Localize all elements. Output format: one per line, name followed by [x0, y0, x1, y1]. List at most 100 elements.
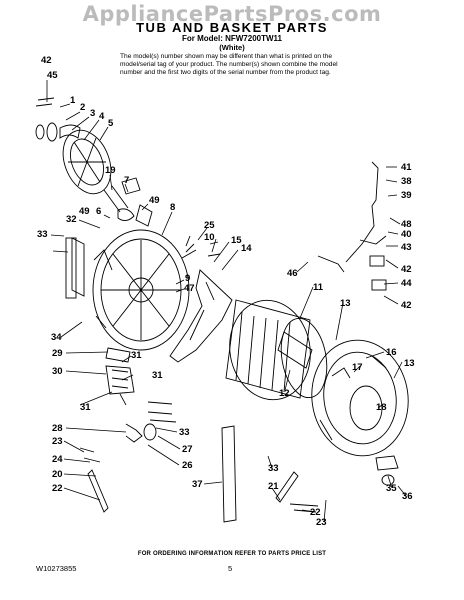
callout-49: 49	[79, 206, 90, 217]
document-number: W10273855	[36, 564, 77, 573]
callout-4: 4	[99, 111, 105, 122]
washer-shape	[46, 122, 58, 142]
callout-12: 12	[279, 388, 290, 399]
belt-shape	[103, 185, 129, 213]
grommet-shape	[143, 423, 157, 441]
variant-label: (White)	[219, 43, 245, 52]
callout-33: 33	[37, 229, 48, 240]
ordering-info: FOR ORDERING INFORMATION REFER TO PARTS …	[137, 551, 327, 557]
damper-right-shape	[275, 471, 299, 503]
callout-5: 5	[108, 118, 114, 129]
callout-9: 9	[185, 273, 190, 284]
tub-opening-shape	[349, 385, 383, 431]
callout-25: 25	[204, 220, 215, 231]
bracket-clip-shape	[369, 255, 385, 267]
spider-support-shape	[169, 269, 233, 363]
callout-18: 18	[376, 402, 387, 413]
clamp-shape	[371, 279, 387, 291]
callout-11: 11	[313, 282, 324, 293]
callout-45: 45	[47, 70, 58, 81]
callout-3: 3	[90, 108, 95, 119]
callout-42: 42	[401, 300, 412, 311]
screw-detail-shape	[207, 241, 221, 257]
callout-22: 22	[52, 483, 63, 494]
hose-assembly-shape	[345, 161, 379, 263]
callout-24: 24	[52, 454, 63, 465]
mounting-screw-shape	[35, 97, 55, 107]
pulley-hub-shape	[59, 124, 81, 139]
front-strap-shape	[221, 425, 237, 523]
callout-28: 28	[52, 423, 63, 434]
callout-33: 33	[179, 427, 190, 438]
callout-37: 37	[192, 479, 203, 490]
callout-17: 17	[352, 362, 363, 373]
callout-31: 31	[152, 370, 163, 381]
bearing-plate-shape	[65, 237, 77, 299]
callout-19: 19	[105, 165, 116, 176]
callout-34: 34	[51, 332, 62, 343]
shield-shape	[105, 347, 131, 363]
page-title: TUB AND BASKET PARTS	[136, 20, 328, 35]
rear-tub-shape	[92, 229, 190, 351]
callout-48: 48	[401, 219, 412, 230]
washer-set-shape	[289, 503, 319, 513]
nut-shape	[35, 124, 45, 140]
callout-21: 21	[268, 481, 279, 492]
spring-shape	[181, 235, 197, 259]
pulley-inner-rim-shape	[69, 138, 105, 186]
callout-36: 36	[402, 491, 413, 502]
basket-perforation-shape	[235, 311, 291, 393]
callout-8: 8	[170, 202, 175, 213]
baffle-shape	[277, 331, 313, 369]
page-number: 5	[228, 564, 233, 573]
rear-bracket-shape	[71, 237, 85, 297]
damper-left-shape	[87, 469, 109, 513]
callout-1: 1	[70, 95, 76, 106]
callout-6: 6	[96, 206, 101, 217]
pulley-spokes-shape	[68, 137, 106, 187]
heater-block-shape	[105, 365, 135, 395]
hose-branch-shape	[359, 235, 387, 245]
callout-47: 47	[184, 283, 195, 294]
callout-46: 46	[287, 268, 298, 279]
heater-lines-shape	[111, 369, 129, 389]
callout-33: 33	[268, 463, 279, 474]
bolts-shape	[147, 401, 177, 423]
callouts: 42 45 1 2 3 4 5 19 7 6 49 32 49 8 33 25 …	[37, 55, 415, 528]
basket-pulley-shape	[62, 129, 112, 195]
callout-43: 43	[401, 242, 412, 253]
bracket-shape	[117, 208, 135, 221]
model-note: The model(s) number shown may be differe…	[120, 53, 338, 76]
callout-23: 23	[316, 517, 327, 528]
callout-15: 15	[231, 235, 242, 246]
model-line: For Model: NFW7200TW11	[181, 34, 282, 43]
basket-opening-shape	[280, 317, 328, 399]
callout-14: 14	[241, 243, 252, 254]
callout-22: 22	[310, 507, 321, 518]
callout-29: 29	[52, 348, 63, 359]
foot-shape	[375, 455, 399, 471]
washers-shape	[79, 447, 101, 463]
callout-10: 10	[204, 232, 215, 243]
foot-pad-shape	[381, 474, 395, 486]
callout-7: 7	[124, 175, 129, 186]
callout-42: 42	[401, 264, 412, 275]
callout-23: 23	[52, 436, 63, 447]
tub-fittings-shape	[319, 355, 387, 441]
callout-41: 41	[401, 162, 412, 173]
callout-27: 27	[182, 444, 193, 455]
callout-16: 16	[386, 347, 397, 358]
callout-13: 13	[404, 358, 415, 369]
callout-20: 20	[52, 469, 63, 480]
tub-ribs-shape	[101, 240, 181, 340]
callout-13: 13	[340, 298, 351, 309]
callout-44: 44	[401, 278, 412, 289]
front-tub-inner-shape	[323, 351, 397, 445]
basket-drum-shape	[225, 299, 311, 399]
leader-lines	[46, 80, 407, 523]
callout-39: 39	[401, 190, 412, 201]
callout-42: 42	[41, 55, 52, 66]
callout-38: 38	[401, 176, 412, 187]
pivot-block-shape	[121, 177, 141, 195]
